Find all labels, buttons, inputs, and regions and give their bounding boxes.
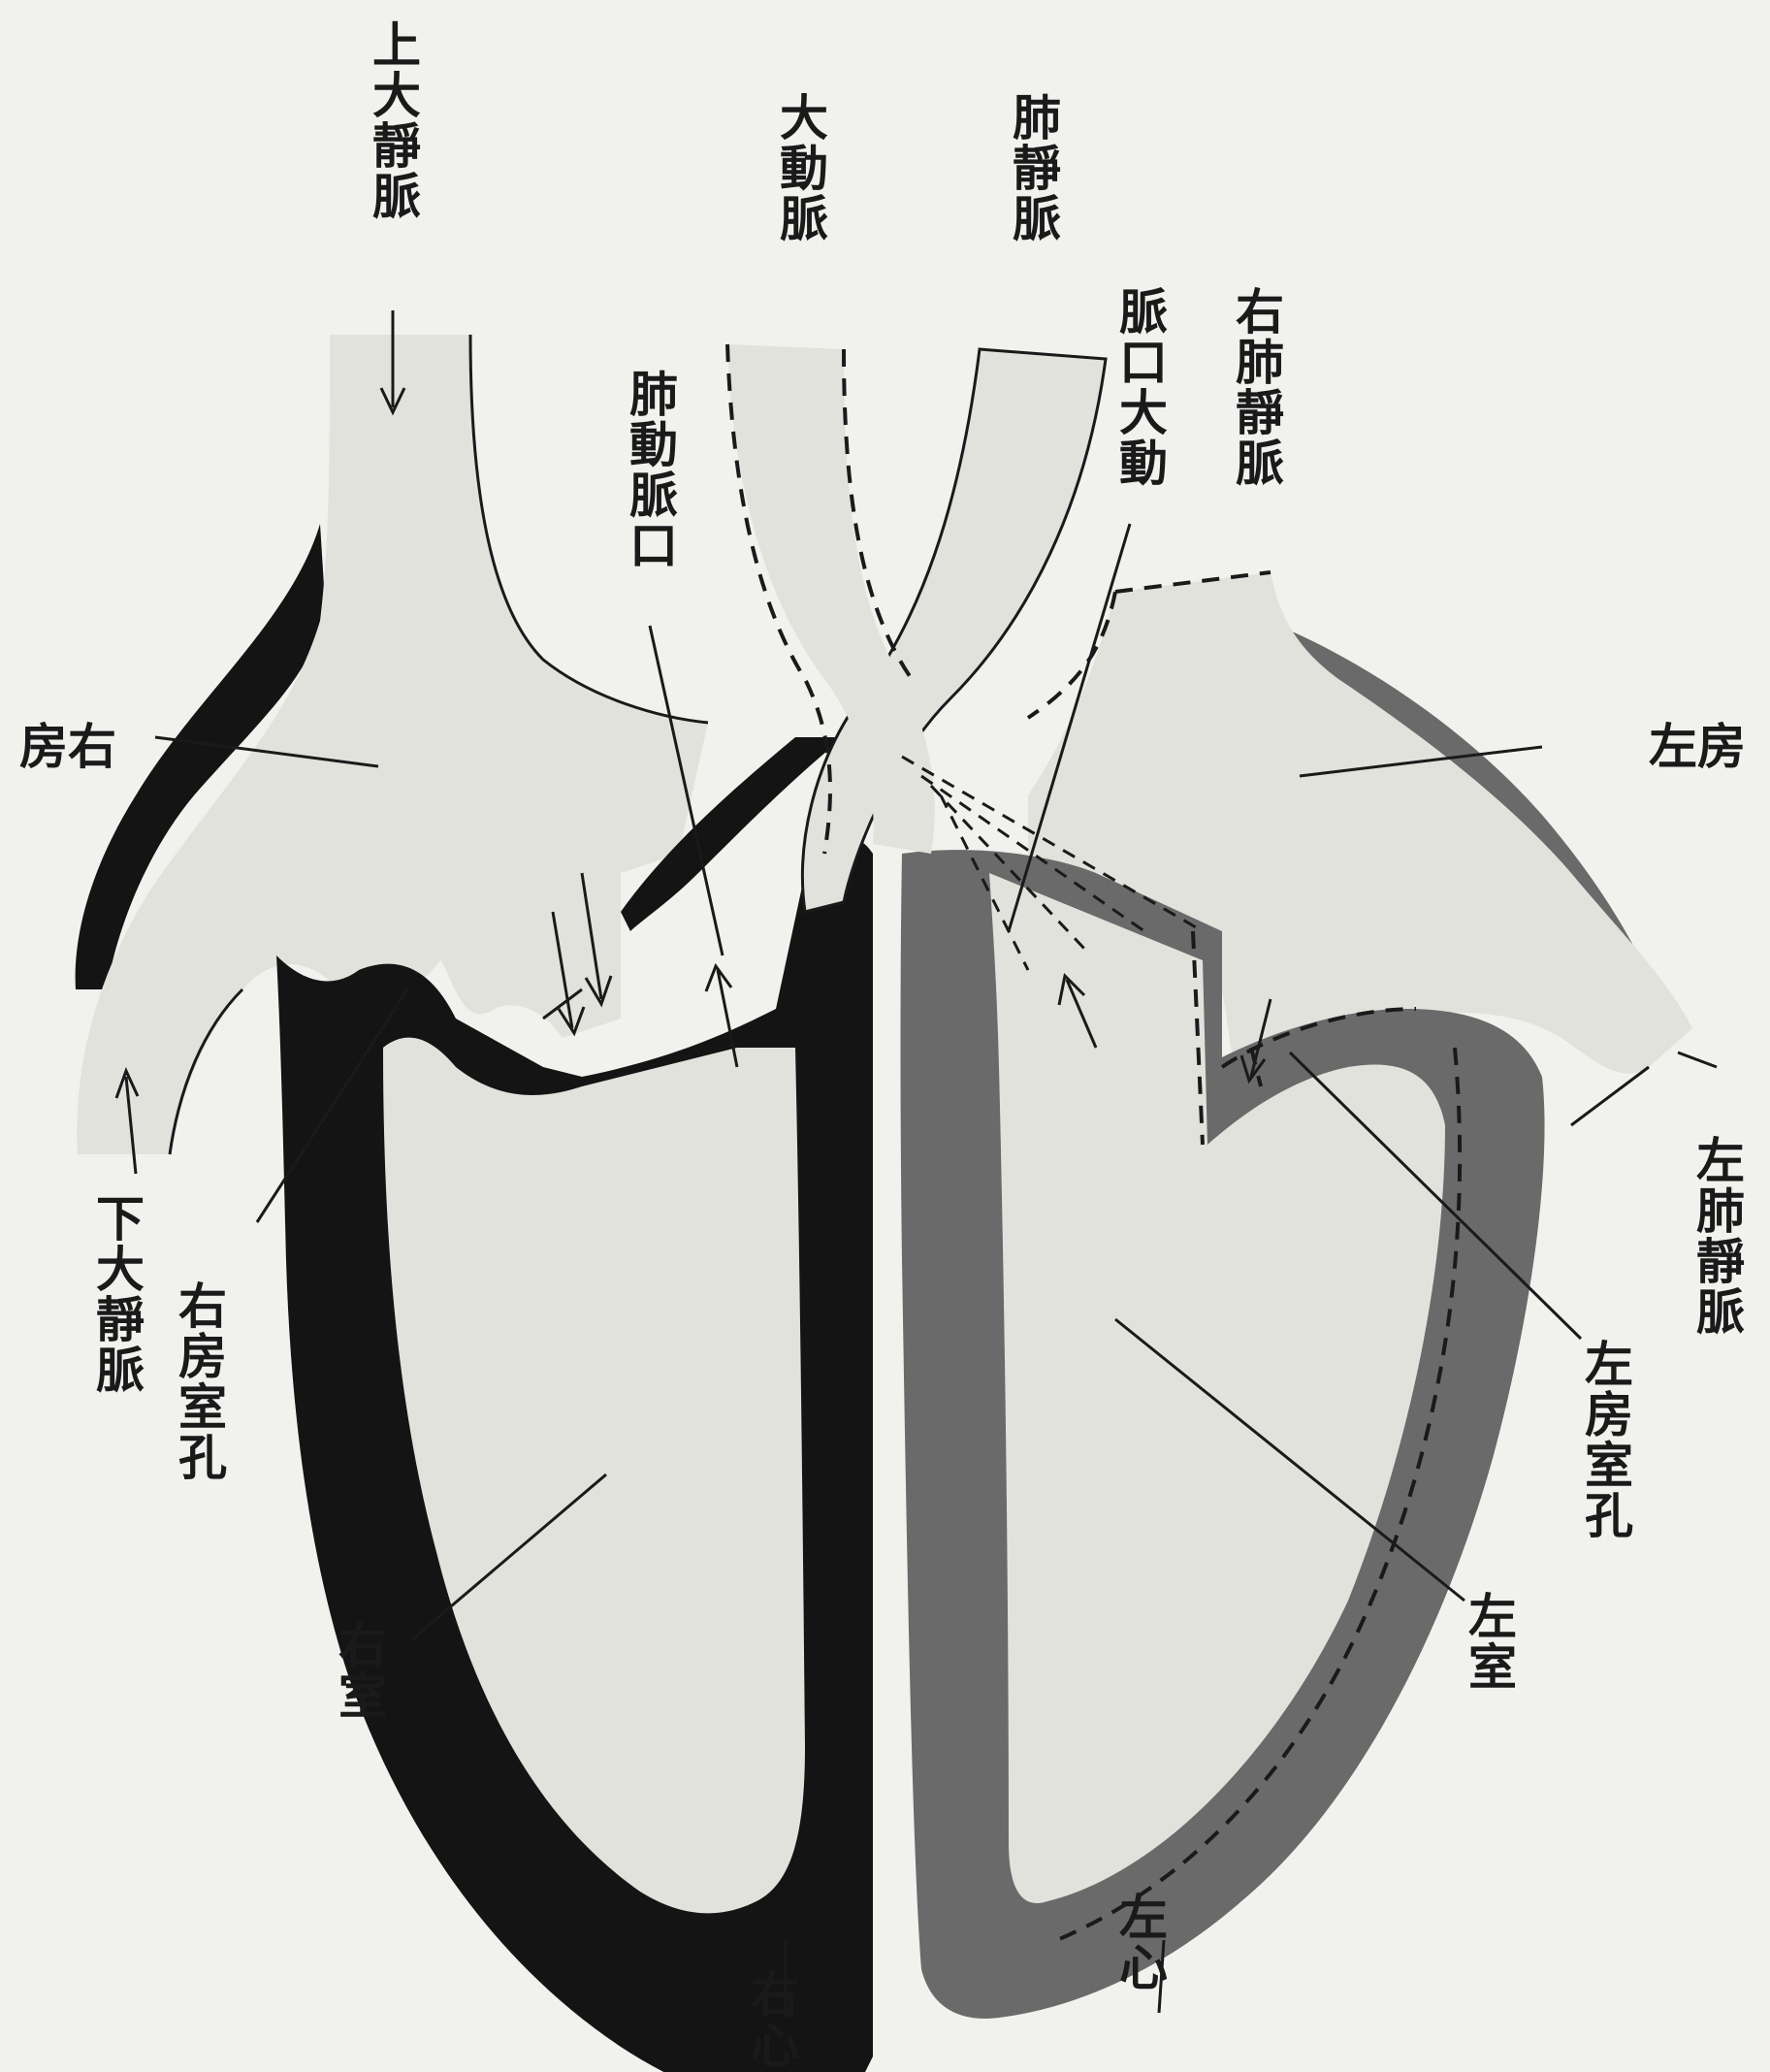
label-left-av-orifice: 左房室孔 <box>1581 1339 1629 1540</box>
label-inferior-vena-cava: 下大靜脈 <box>92 1193 141 1395</box>
label-left-ventricle: 左室 <box>1464 1591 1513 1692</box>
label-aorta: 大動脈 <box>776 92 824 243</box>
label-right-av-orifice: 右房室孔 <box>175 1280 223 1482</box>
label-right-ventricle: 右室 <box>335 1620 383 1721</box>
label-pulmonary-artery-orifice: 肺動脈口 <box>626 369 674 570</box>
label-left-heart: 左心 <box>1115 1892 1164 1992</box>
label-pulmonary-vein: 肺靜脈 <box>1009 92 1057 243</box>
label-superior-vena-cava: 上大靜脈 <box>369 19 417 221</box>
label-right-atrium: 房右 <box>19 723 116 771</box>
label-left-pulmonary-veins: 左肺靜脈 <box>1692 1135 1741 1337</box>
label-aortic-orifice: 脈口大動 <box>1115 286 1164 488</box>
label-right-pulmonary-veins: 右肺靜脈 <box>1232 286 1280 488</box>
label-left-atrium: 左房 <box>1649 723 1746 771</box>
label-right-heart: 右心 <box>747 1969 795 2070</box>
